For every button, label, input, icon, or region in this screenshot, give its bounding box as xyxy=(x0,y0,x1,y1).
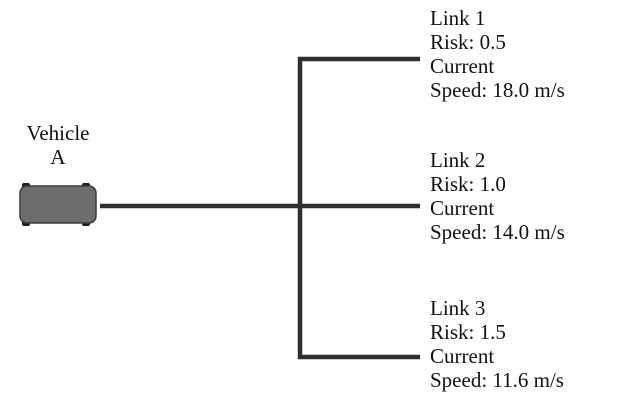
car-icon xyxy=(19,183,97,226)
link-2-speed-line-1: Current xyxy=(430,196,495,220)
road-network xyxy=(100,56,420,360)
link-3-name: Link 3 xyxy=(430,296,486,320)
link-3-risk: Risk: 1.5 xyxy=(430,320,506,344)
link-1-name: Link 1 xyxy=(430,6,486,30)
vehicle-label-line-2: A xyxy=(50,145,66,169)
link-2-speed-line-2: Speed: 14.0 m/s xyxy=(430,220,565,244)
link-1-risk: Risk: 0.5 xyxy=(430,30,506,54)
link-2-label: Link 2 Risk: 1.0 Current Speed: 14.0 m/s xyxy=(430,148,565,244)
link-1-label: Link 1 Risk: 0.5 Current Speed: 18.0 m/s xyxy=(430,6,565,102)
vehicle-label-line-1: Vehicle xyxy=(26,121,90,145)
link-2-name: Link 2 xyxy=(430,148,486,172)
car-body xyxy=(19,185,97,224)
link-3-speed-line-1: Current xyxy=(430,344,495,368)
link-3-speed-line-2: Speed: 11.6 m/s xyxy=(430,368,564,392)
vehicle-label: Vehicle A xyxy=(8,121,108,169)
link-2-risk: Risk: 1.0 xyxy=(430,172,506,196)
link-3-label: Link 3 Risk: 1.5 Current Speed: 11.6 m/s xyxy=(430,296,564,392)
link-1-speed-line-2: Speed: 18.0 m/s xyxy=(430,78,565,102)
link-1-speed-line-1: Current xyxy=(430,54,495,78)
